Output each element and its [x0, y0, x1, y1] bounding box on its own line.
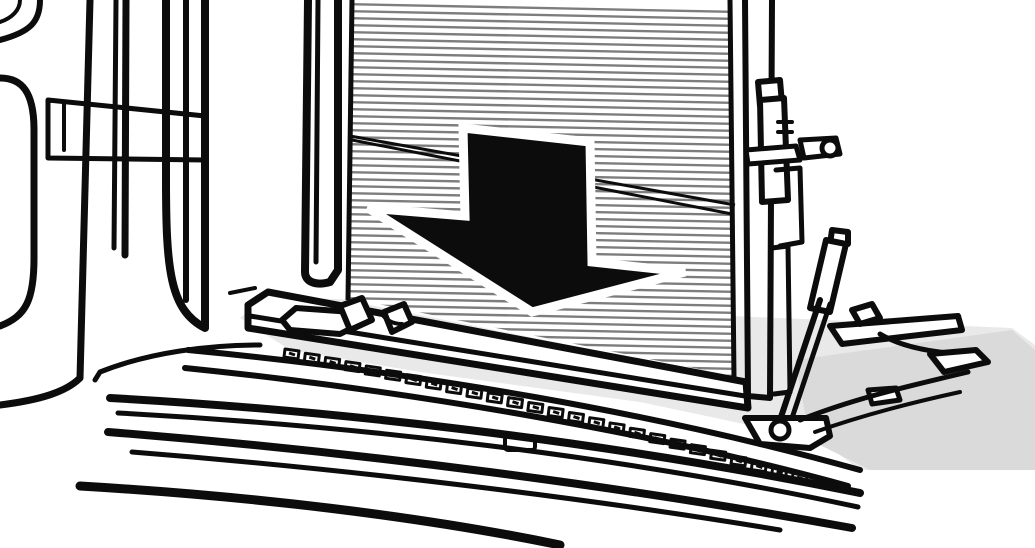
- rail-notch: [528, 403, 543, 413]
- rail-notch: [568, 413, 583, 423]
- rail-notch: [284, 349, 299, 359]
- rail-notch: [487, 393, 502, 403]
- rail-notch: [508, 398, 523, 408]
- door-frame-icon: [0, 0, 260, 405]
- rail-notch: [447, 384, 462, 394]
- rail-notch: [589, 418, 604, 428]
- rail-notch: [467, 388, 482, 398]
- rail-notch: [304, 353, 319, 363]
- rail-notch: [548, 407, 563, 417]
